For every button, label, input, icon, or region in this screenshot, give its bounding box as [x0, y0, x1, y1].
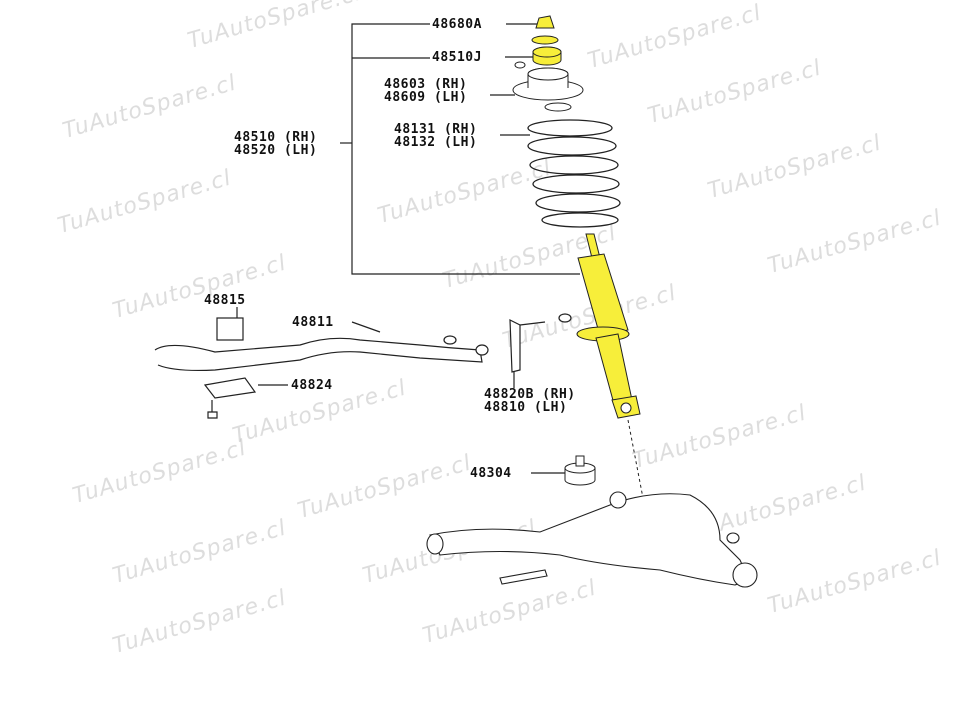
bracket-48824	[203, 377, 257, 399]
shock-absorber	[576, 233, 641, 419]
label-48510-rh: 48510 (RH)	[234, 130, 318, 145]
stabilizer-bar	[154, 313, 572, 419]
label-48520-lh: 48520 (LH)	[234, 143, 318, 158]
bound-stopper-48304	[564, 455, 596, 486]
label-48304: 48304	[470, 466, 512, 481]
suspension-support	[512, 67, 584, 112]
label-48810-lh: 48810 (LH)	[484, 400, 568, 415]
label-48680A: 48680A	[432, 17, 482, 32]
upper-nut-48680A	[514, 15, 562, 69]
label-48603-rh: 48603 (RH)	[384, 77, 468, 92]
label-48815: 48815	[204, 293, 246, 308]
bushing-48815	[216, 317, 244, 341]
label-48820B-rh: 48820B (RH)	[484, 387, 576, 402]
assembly-bracket-line	[351, 23, 580, 275]
label-48132-lh: 48132 (LH)	[394, 135, 478, 150]
label-48609-lh: 48609 (LH)	[384, 90, 468, 105]
coil-spring	[527, 119, 621, 228]
lower-control-arm	[426, 491, 758, 588]
label-48510J: 48510J	[432, 50, 482, 65]
label-48824: 48824	[291, 378, 333, 393]
label-48811: 48811	[292, 315, 334, 330]
stabilizer-link	[509, 319, 521, 373]
label-48131-rh: 48131 (RH)	[394, 122, 478, 137]
